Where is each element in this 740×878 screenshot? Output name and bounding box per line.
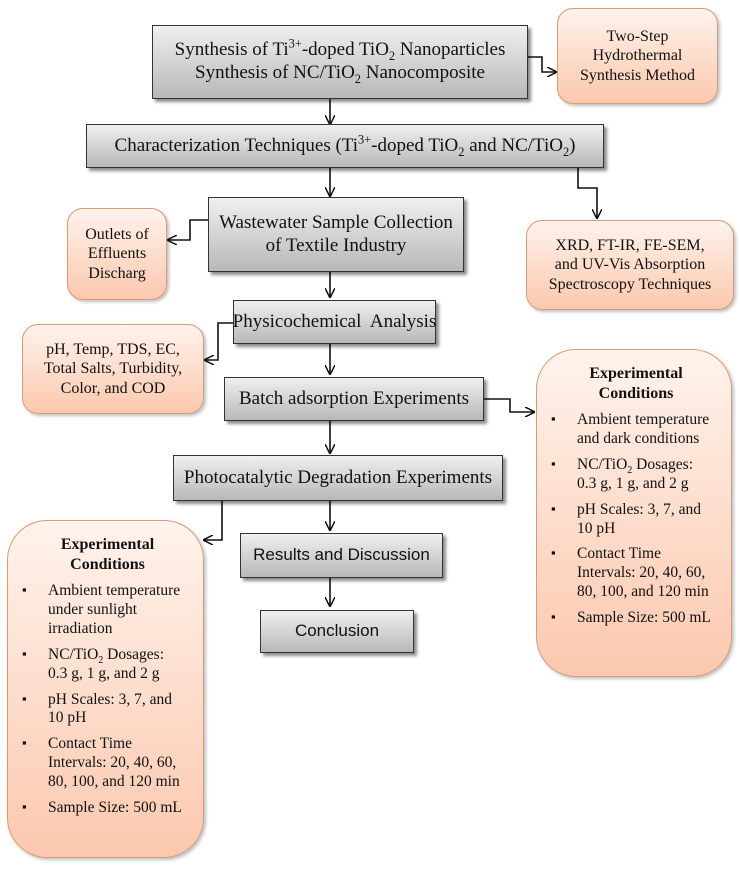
xrd-techniques-box: XRD, FT-IR, FE-SEM, and UV-Vis Absorptio… — [526, 220, 734, 310]
condition-item: ▪Sample Size: 500 mL — [22, 799, 182, 817]
condition-item: ▪NC/TiO2 Dosages:0.3 g, 1 g, and 2 g — [22, 645, 164, 682]
bullet-icon: ▪ — [22, 690, 27, 706]
conditions-title: Experimental Conditions — [589, 365, 683, 402]
synthesis-line-2: Synthesis of NC/TiO2 Nanocomposite — [195, 62, 485, 86]
photocatalytic-degradation-box: Photocatalytic Degradation Experiments — [173, 455, 503, 501]
synthesis-line-1: Synthesis of Ti3+-doped TiO2 Nanoparticl… — [174, 36, 506, 63]
two-step-method-box: Two-Step Hydrothermal Synthesis Method — [557, 8, 718, 104]
bullet-icon: ▪ — [22, 582, 27, 598]
physicochemical-analysis-box: Physicochemical Analysis — [233, 300, 436, 344]
outlets-box: Outlets of Effluents Discharg — [67, 208, 167, 300]
bullet-icon: ▪ — [551, 545, 556, 561]
bullet-icon: ▪ — [551, 455, 556, 471]
bullet-icon: ▪ — [551, 500, 556, 516]
arrow-characterization-to-xrd — [577, 168, 597, 218]
characterization-box: Characterization Techniques (Ti3+-doped … — [86, 124, 604, 168]
conclusion-box: Conclusion — [260, 610, 414, 653]
results-discussion-box: Results and Discussion — [240, 533, 443, 578]
experimental-conditions-dark: Experimental Conditions ▪Ambient tempera… — [536, 349, 732, 677]
arrow-wastewater-to-outlets — [168, 219, 208, 240]
bullet-icon: ▪ — [22, 735, 27, 751]
bullet-icon: ▪ — [22, 799, 27, 815]
parameters-box: pH, Temp, TDS, EC, Total Salts, Turbidit… — [22, 324, 204, 414]
arrow-batch-to-conditions — [484, 398, 534, 412]
synthesis-box: Synthesis of Ti3+-doped TiO2 Nanoparticl… — [152, 25, 528, 99]
conditions-title: Experimental Conditions — [60, 536, 155, 573]
bullet-icon: ▪ — [22, 645, 27, 661]
arrow-synthesis-to-method — [528, 56, 556, 72]
experimental-conditions-sunlight: Experimental Conditions ▪Ambient tempera… — [7, 520, 204, 858]
wastewater-collection-box: Wastewater Sample Collection of Textile … — [208, 197, 464, 272]
bullet-icon: ▪ — [551, 411, 556, 427]
arrow-photo-to-conditions — [204, 501, 223, 540]
bullet-icon: ▪ — [551, 609, 556, 625]
arrow-physico-to-params — [205, 322, 233, 360]
condition-item: ▪NC/TiO2 Dosages:0.3 g, 1 g, and 2 g — [551, 455, 693, 492]
condition-item: ▪Sample Size: 500 mL — [551, 609, 711, 627]
characterization-label: Characterization Techniques (Ti3+-doped … — [114, 132, 576, 159]
batch-adsorption-box: Batch adsorption Experiments — [224, 377, 484, 421]
